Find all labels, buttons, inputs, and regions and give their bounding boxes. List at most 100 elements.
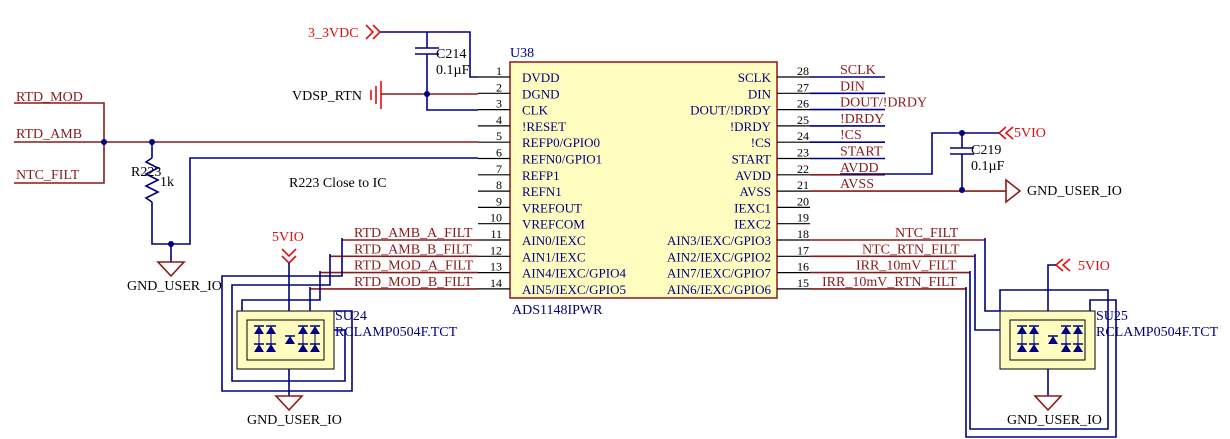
net-label-right: AVDD bbox=[840, 161, 879, 176]
net-label-left-analog: RTD_AMB_A_FILT bbox=[354, 226, 473, 241]
gnd-label-4: GND_USER_IO bbox=[1007, 413, 1102, 428]
pin-number: 19 bbox=[797, 211, 809, 225]
net-ntc-filt-in: NTC_FILT bbox=[16, 168, 80, 183]
su24-diodes bbox=[254, 325, 320, 352]
pin-number: 17 bbox=[797, 243, 809, 257]
power-5vio-c: 5VIO bbox=[1078, 259, 1110, 274]
diode-icon bbox=[254, 344, 264, 352]
pin-name: AIN6/IEXC/GPIO6 bbox=[667, 282, 771, 297]
pin-number: 25 bbox=[797, 113, 809, 127]
diode-icon bbox=[310, 326, 320, 334]
r223-val: 1k bbox=[160, 175, 174, 190]
pin-name: AIN4/IEXC/GPIO4 bbox=[522, 266, 626, 281]
net-label-right-analog: IRR_10mV_RTN_FILT bbox=[822, 275, 957, 290]
pin-number: 13 bbox=[490, 260, 502, 274]
pin-name: !CS bbox=[751, 135, 771, 150]
pin-name: REFN0/GPIO1 bbox=[522, 152, 602, 167]
net-label-left-analog: RTD_AMB_B_FILT bbox=[354, 242, 472, 257]
ic-body[interactable] bbox=[509, 61, 778, 299]
diode-icon bbox=[1073, 344, 1083, 352]
su25-diodes bbox=[1017, 325, 1083, 352]
diode-icon bbox=[310, 344, 320, 352]
su25-part: RCLAMP0504F.TCT bbox=[1096, 325, 1219, 340]
pin-name: DVDD bbox=[522, 70, 560, 85]
pin-number: 28 bbox=[797, 64, 809, 78]
pin-name: CLK bbox=[522, 103, 549, 118]
net-label-left-analog: RTD_MOD_B_FILT bbox=[354, 275, 473, 290]
net-label-right-analog: NTC_RTN_FILT bbox=[862, 242, 960, 257]
pin-number: 23 bbox=[797, 146, 809, 160]
su24-ref: SU24 bbox=[335, 309, 367, 324]
pin-name: DOUT/!DRDY bbox=[690, 103, 771, 118]
diode-icon bbox=[1061, 344, 1071, 352]
tvs-su24[interactable] bbox=[236, 310, 335, 370]
diode-icon bbox=[298, 344, 308, 352]
pin-name: VREFCOM bbox=[522, 217, 585, 232]
power-3v3-label: 3_3VDC bbox=[308, 26, 359, 41]
net-label-right: SCLK bbox=[840, 63, 876, 78]
net-label-right-analog: NTC_FILT bbox=[895, 226, 959, 241]
diode-icon bbox=[1061, 326, 1071, 334]
pin-number: 11 bbox=[490, 227, 502, 241]
net-label-right: !DRDY bbox=[840, 112, 884, 127]
c214-val: 0.1µF bbox=[436, 63, 470, 78]
pin-name: REFP1 bbox=[522, 168, 560, 183]
gnd-symbol-3 bbox=[1005, 178, 1022, 204]
pin-name: REFP0/GPIO0 bbox=[522, 135, 600, 150]
power-5vio-b: 5VIO bbox=[1014, 126, 1046, 141]
diode-icon bbox=[266, 344, 276, 352]
pin-number: 4 bbox=[496, 113, 502, 127]
gnd-symbol-2 bbox=[274, 395, 304, 412]
pin-name: !RESET bbox=[522, 119, 566, 134]
pin-number: 2 bbox=[496, 80, 502, 94]
pin-name: IEXC1 bbox=[734, 200, 771, 215]
r223-note: R223 Close to IC bbox=[289, 176, 387, 191]
pin-name: SCLK bbox=[738, 70, 772, 85]
gnd-label-2: GND_USER_IO bbox=[247, 413, 342, 428]
pin-number: 21 bbox=[797, 178, 809, 192]
power-5vio-a: 5VIO bbox=[272, 230, 304, 245]
gnd-label-1: GND_USER_IO bbox=[127, 279, 222, 294]
pin-name: IEXC2 bbox=[734, 217, 771, 232]
resistor-r223[interactable] bbox=[144, 157, 160, 203]
net-label-right: START bbox=[840, 145, 883, 160]
diode-icon bbox=[1029, 344, 1039, 352]
pin-number: 16 bbox=[797, 260, 809, 274]
pin-number: 15 bbox=[797, 276, 809, 290]
c219-ref: C219 bbox=[971, 143, 1001, 158]
pin-number: 20 bbox=[797, 194, 809, 208]
pin-number: 22 bbox=[797, 162, 809, 176]
pin-name: AIN0/IEXC bbox=[522, 233, 586, 248]
pin-number: 6 bbox=[496, 146, 502, 160]
net-label-right: !CS bbox=[840, 128, 862, 143]
pin-name: AVSS bbox=[739, 184, 771, 199]
pin-number: 18 bbox=[797, 227, 809, 241]
pin-name: AVDD bbox=[735, 168, 771, 183]
pin-name: AIN2/IEXC/GPIO2 bbox=[667, 249, 771, 264]
left-analog-nets: RTD_AMB_A_FILTRTD_AMB_B_FILTRTD_MOD_A_FI… bbox=[310, 226, 478, 290]
pin-name: AIN1/IEXC bbox=[522, 249, 586, 264]
pin-number: 10 bbox=[490, 211, 502, 225]
c214-ref: C214 bbox=[436, 47, 466, 62]
gnd-symbol-4 bbox=[1033, 395, 1063, 412]
pin-name: VREFOUT bbox=[522, 200, 582, 215]
vdsp-ground-symbol bbox=[370, 81, 382, 109]
net-label-right-analog: IRR_10mV_FILT bbox=[856, 259, 957, 274]
pin-name: REFN1 bbox=[522, 184, 562, 199]
diode-icon bbox=[1017, 344, 1027, 352]
net-label-right: DIN bbox=[840, 79, 865, 94]
diode-icon bbox=[266, 326, 276, 334]
pin-name: AIN5/IEXC/GPIO5 bbox=[522, 282, 626, 297]
pin-number: 9 bbox=[496, 194, 502, 208]
pin-number: 27 bbox=[797, 80, 809, 94]
tvs-su25[interactable] bbox=[999, 310, 1096, 370]
net-label-right: AVSS bbox=[840, 177, 874, 192]
pin-name: AIN7/IEXC/GPIO7 bbox=[667, 266, 771, 281]
pin-number: 7 bbox=[496, 162, 502, 176]
gnd-label-3: GND_USER_IO bbox=[1027, 184, 1122, 199]
pin-number: 5 bbox=[496, 129, 502, 143]
